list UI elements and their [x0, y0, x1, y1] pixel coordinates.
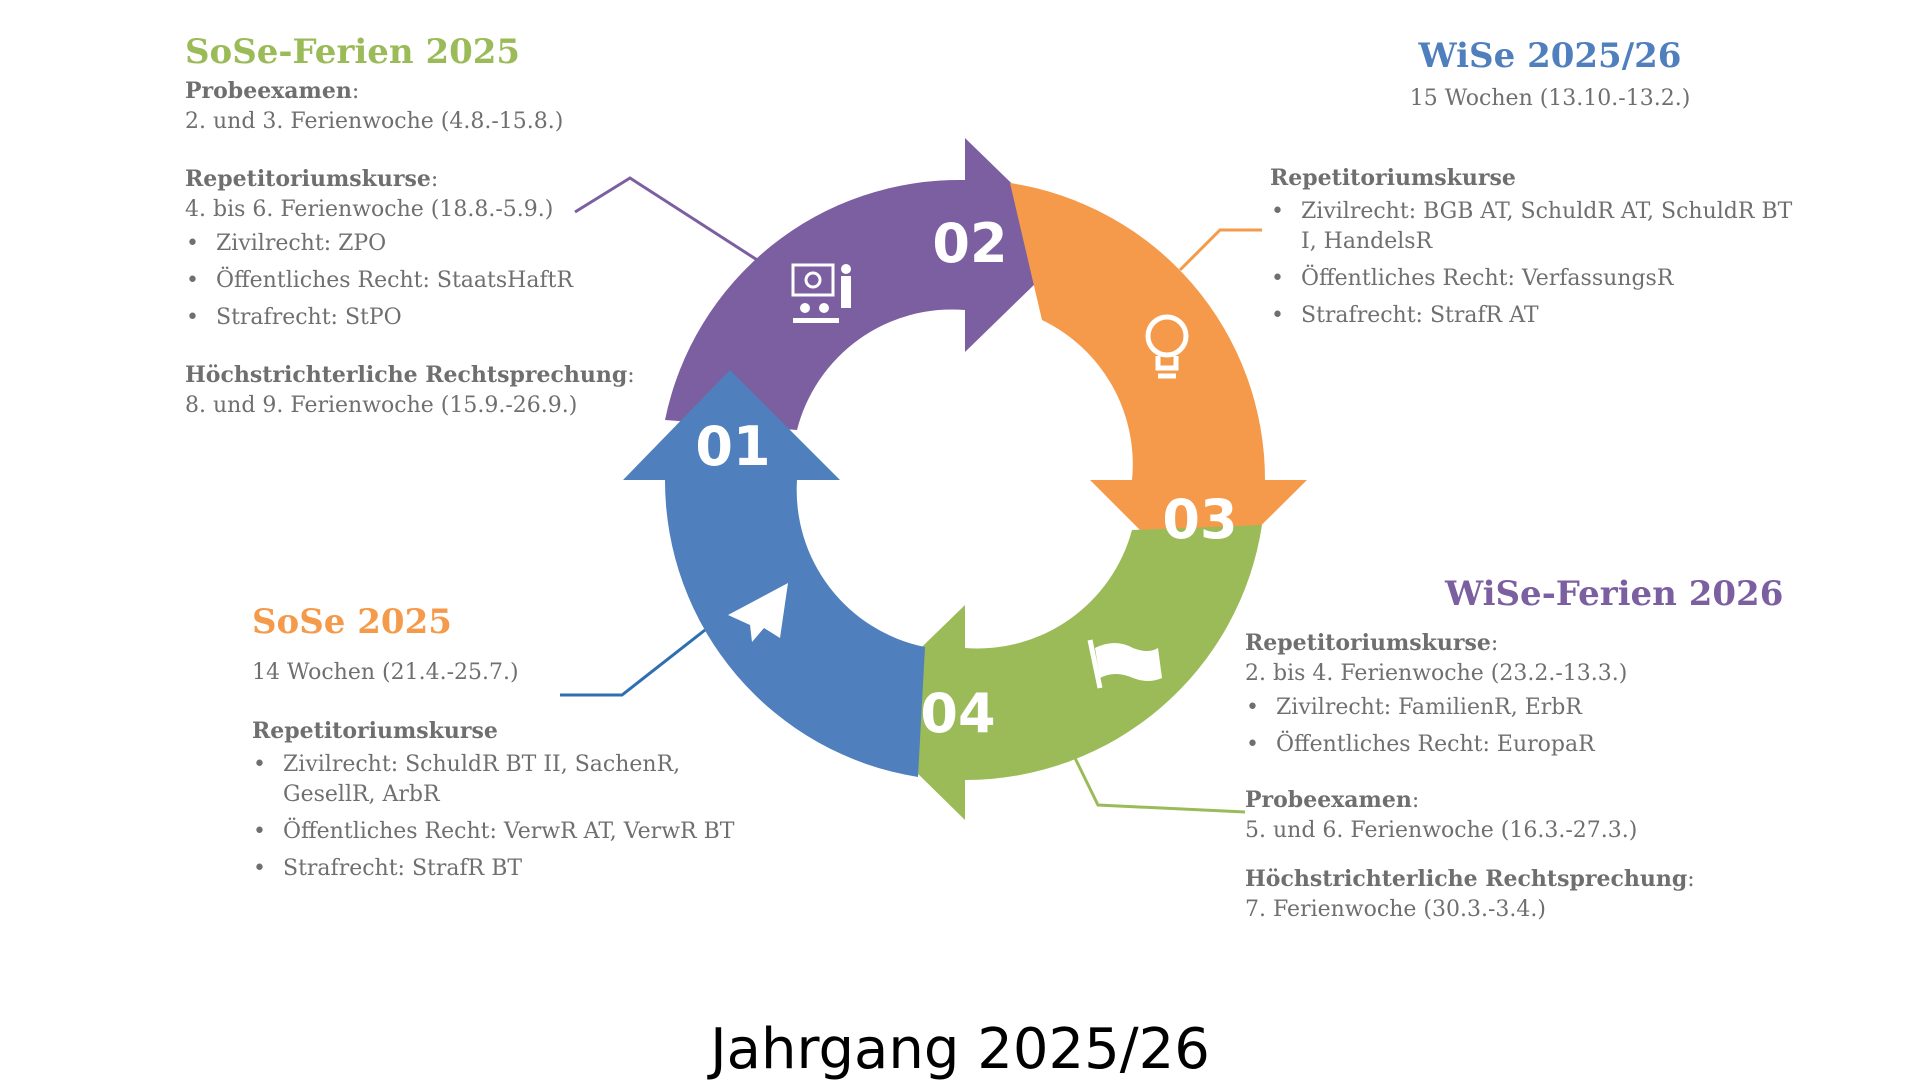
sose-ferien-hoechst-label: Höchstrichterliche Rechtsprechung	[185, 362, 628, 388]
list-item: Strafrecht: StrafR BT	[252, 854, 762, 884]
paper-plane-icon	[728, 583, 788, 642]
sose-ferien-block: SoSe-Ferien 2025 Probeexamen: 2. und 3. …	[185, 30, 745, 421]
wise-ferien-rep-list: Zivilrecht: FamilienR, ErbR Öffentliches…	[1245, 693, 1845, 760]
cycle-segment-01	[623, 370, 925, 777]
wise-ferien-title: WiSe-Ferien 2026	[1445, 574, 1784, 614]
footer-title: Jahrgang 2025/26	[710, 1017, 1210, 1082]
sose-rep-list: Zivilrecht: SchuldR BT II, SachenR, Gese…	[252, 750, 762, 884]
wise-ferien-probe-label: Probeexamen	[1245, 787, 1412, 813]
cycle-segment-03	[1010, 183, 1307, 588]
list-item: Zivilrecht: ZPO	[185, 229, 745, 259]
list-item: Strafrecht: StPO	[185, 303, 745, 333]
wise-rep-label: Repetitoriumskurse	[1270, 165, 1516, 191]
wise-ferien-block: WiSe-Ferien 2026 Repetitoriumskurse: 2. …	[1245, 572, 1845, 925]
list-item: Öffentliches Recht: StaatsHaftR	[185, 266, 745, 296]
presentation-icon	[791, 263, 851, 323]
wise-ferien-hoechst-label: Höchstrichterliche Rechtsprechung	[1245, 866, 1688, 892]
wise-title: WiSe 2025/26	[1418, 36, 1682, 76]
sose-ferien-hoechst-text: 8. und 9. Ferienwoche (15.9.-26.9.)	[185, 393, 578, 418]
sose-ferien-rep-label: Repetitoriumskurse	[185, 166, 431, 192]
sose-ferien-rep-list: Zivilrecht: ZPO Öffentliches Recht: Staa…	[185, 229, 745, 333]
list-item: Zivilrecht: BGB AT, SchuldR AT, SchuldR …	[1270, 197, 1810, 257]
wise-ferien-rep-label: Repetitoriumskurse	[1245, 630, 1491, 656]
list-item: Zivilrecht: SchuldR BT II, SachenR, Gese…	[252, 750, 762, 810]
list-item: Öffentliches Recht: EuropaR	[1245, 730, 1845, 760]
step-number-01: 01	[695, 415, 770, 478]
sose-ferien-title: SoSe-Ferien 2025	[185, 32, 521, 72]
wise-header: WiSe 2025/26 15 Wochen (13.10.-13.2.)	[1400, 34, 1700, 114]
list-item: Öffentliches Recht: VerwR AT, VerwR BT	[252, 817, 762, 847]
wise-duration: 15 Wochen (13.10.-13.2.)	[1409, 86, 1691, 111]
cycle-segment-04	[855, 525, 1262, 820]
list-item: Zivilrecht: FamilienR, ErbR	[1245, 693, 1845, 723]
sose-title: SoSe 2025	[252, 602, 452, 642]
sose-rep-label: Repetitoriumskurse	[252, 718, 498, 744]
flag-icon	[1087, 639, 1162, 689]
wise-block: Repetitoriumskurse Zivilrecht: BGB AT, S…	[1270, 163, 1830, 338]
sose-ferien-probe-text: 2. und 3. Ferienwoche (4.8.-15.8.)	[185, 109, 564, 134]
sose-ferien-probe-label: Probeexamen	[185, 78, 352, 104]
list-item: Strafrecht: StrafR AT	[1270, 301, 1810, 331]
sose-block: SoSe 2025 14 Wochen (21.4.-25.7.) Repeti…	[252, 600, 772, 891]
cycle-segment-02	[665, 138, 1075, 430]
wise-rep-list: Zivilrecht: BGB AT, SchuldR AT, SchuldR …	[1270, 197, 1810, 331]
wise-ferien-probe-text: 5. und 6. Ferienwoche (16.3.-27.3.)	[1245, 818, 1638, 843]
connector-line-sose	[560, 628, 706, 697]
sose-duration: 14 Wochen (21.4.-25.7.)	[252, 660, 519, 685]
list-item: Öffentliches Recht: VerfassungsR	[1270, 264, 1810, 294]
connector-line-wise-ferien	[1073, 757, 1246, 814]
lightbulb-icon	[1145, 314, 1189, 379]
step-number-03: 03	[1162, 488, 1237, 551]
wise-ferien-hoechst-text: 7. Ferienwoche (30.3.-3.4.)	[1245, 897, 1546, 922]
sose-ferien-rep-text: 4. bis 6. Ferienwoche (18.8.-5.9.)	[185, 197, 554, 222]
step-number-02: 02	[932, 212, 1007, 275]
wise-ferien-rep-text: 2. bis 4. Ferienwoche (23.2.-13.3.)	[1245, 661, 1628, 686]
connector-line-wise	[1178, 228, 1262, 272]
step-number-04: 04	[920, 682, 995, 745]
